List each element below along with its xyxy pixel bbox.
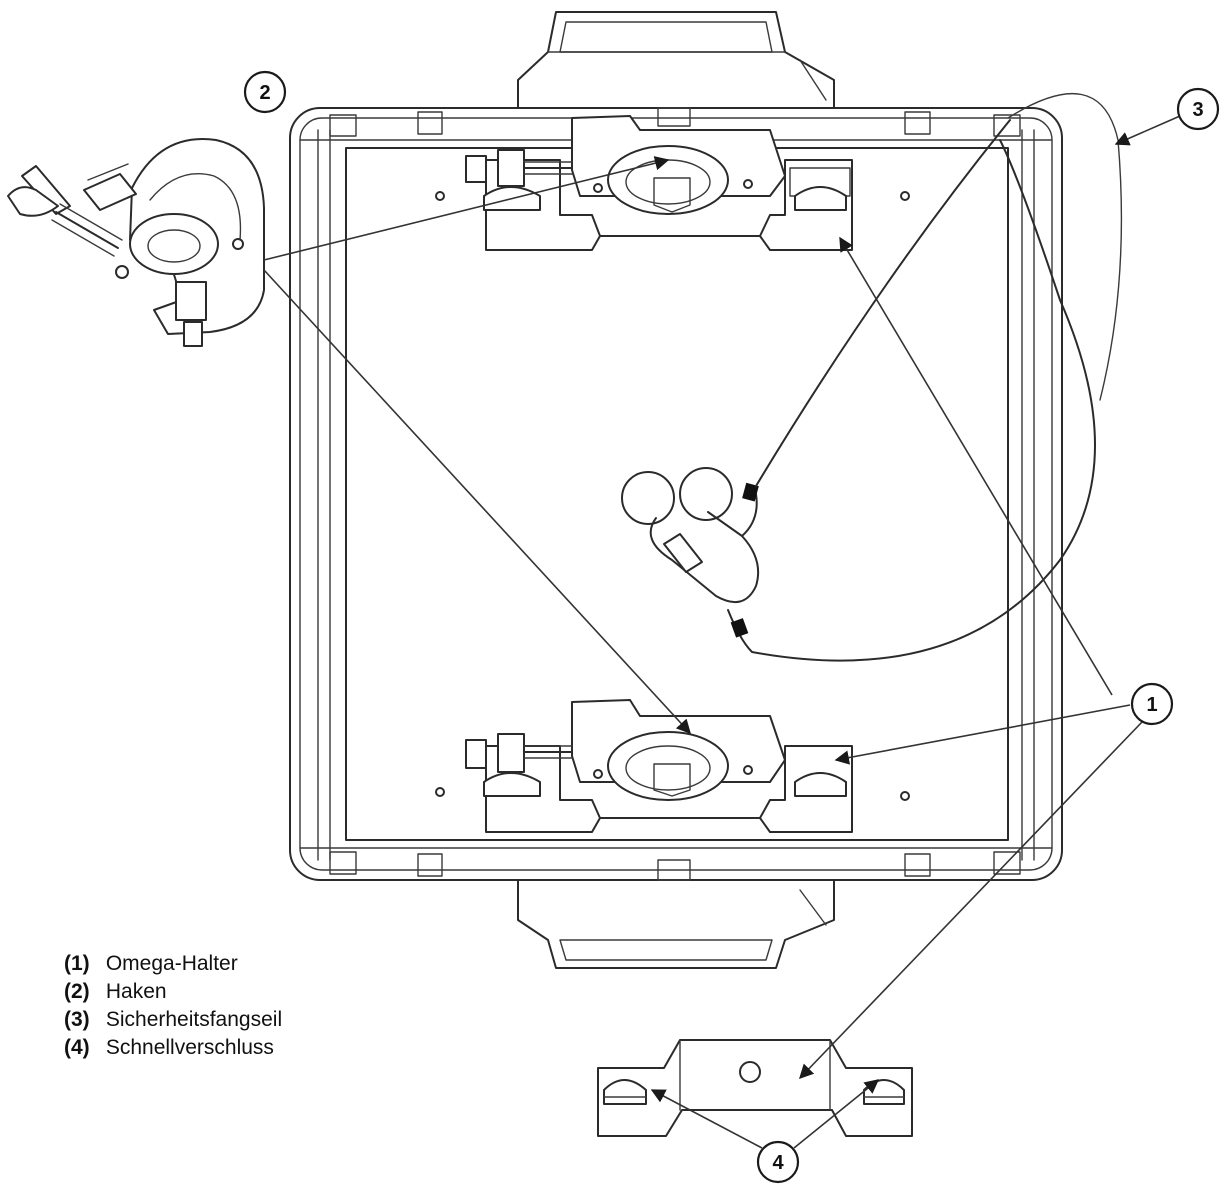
safety-cable: [621, 93, 1123, 662]
legend: (1) Omega-Halter (2) Haken (3) Sicherhei…: [64, 950, 282, 1062]
legend-number: (2): [64, 980, 90, 1003]
callout-4: 4: [756, 1140, 800, 1184]
svg-text:4: 4: [772, 1152, 784, 1174]
leader-lines: [263, 115, 1181, 1149]
bottom-handle: [517, 879, 835, 969]
callout-2: 2: [243, 70, 287, 114]
legend-label: Schnellverschluss: [105, 1036, 274, 1059]
svg-text:3: 3: [1192, 99, 1203, 121]
legend-number: (1): [64, 952, 90, 975]
legend-item-hook: (2) Haken: [64, 978, 282, 1006]
svg-text:1: 1: [1146, 694, 1157, 716]
callout-1: 1: [1130, 682, 1174, 726]
callout-3: 3: [1176, 87, 1220, 131]
hook-clamp: [7, 138, 265, 347]
lower-omega-bracket: [465, 699, 853, 833]
top-handle: [517, 11, 835, 111]
legend-number: (4): [64, 1036, 90, 1059]
svg-text:2: 2: [259, 82, 270, 104]
device-housing: [289, 107, 1063, 881]
legend-label: Haken: [105, 980, 167, 1003]
legend-number: (3): [64, 1008, 90, 1031]
legend-label: Omega-Halter: [105, 952, 238, 975]
upper-omega-bracket: [465, 115, 853, 251]
legend-item-omega-holder: (1) Omega-Halter: [64, 950, 282, 978]
quick-lock-fastener: [597, 1039, 913, 1137]
legend-label: Sicherheitsfangseil: [105, 1008, 283, 1031]
legend-item-safety-cable: (3) Sicherheitsfangseil: [64, 1006, 282, 1034]
legend-item-quick-lock: (4) Schnellverschluss: [64, 1034, 282, 1062]
